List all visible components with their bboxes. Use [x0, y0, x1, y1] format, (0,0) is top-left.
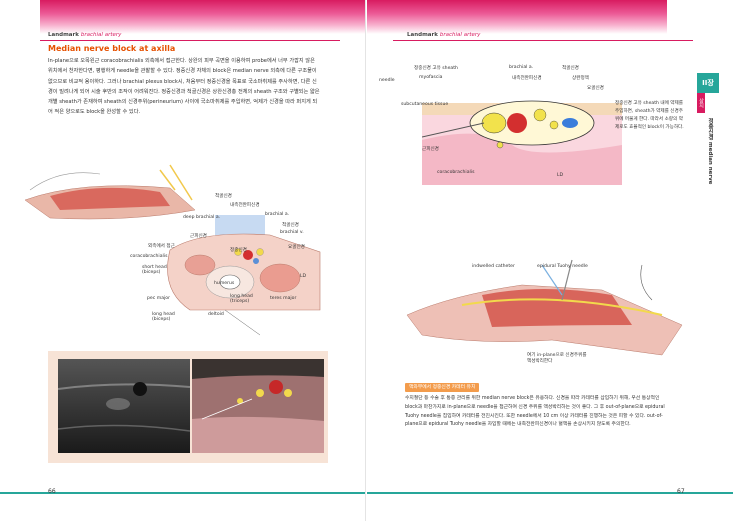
axilla-illustration — [24, 164, 321, 336]
label-short-head: short head (biceps) — [142, 265, 167, 275]
label-in-plane-note: 여기 in-plane으로 신경주위를 액성박리한다 — [527, 353, 587, 364]
label-ulnar-n: 척골신경 — [282, 223, 299, 228]
label-lateral-approach: 외측에서 접근 — [148, 244, 175, 249]
header-line — [393, 40, 693, 41]
page-number: 67 — [677, 488, 685, 495]
label-brachial-a: brachial a. — [509, 65, 534, 70]
label-humerus: humerus — [214, 281, 235, 286]
label-teres-major: teres major — [270, 296, 297, 301]
label-deep-brachial: deep brachial a. — [183, 215, 221, 220]
label-myofascia: myofascia — [419, 75, 443, 80]
label-median-sheath: 정중신경 고유 sheath — [414, 66, 458, 71]
label-pec-major: pec major — [147, 296, 170, 301]
label-ld: LD — [300, 274, 307, 279]
page-number: 66 — [48, 488, 56, 495]
section-title: Median nerve block at axilla — [48, 44, 176, 53]
header-band — [40, 0, 365, 34]
label-subcutaneous: subcutaneous tissue — [401, 102, 449, 107]
section-tab-text: 정중신경 median nerve — [707, 118, 713, 185]
chapter-tab: II장 — [697, 73, 719, 93]
label-medial-cutaneous: 내측전완피신경 — [512, 76, 542, 81]
ultrasound-image — [58, 359, 190, 453]
label-indwelled-catheter: indwelled catheter — [472, 264, 515, 269]
label-needle: needle — [379, 78, 395, 83]
footer-line — [367, 492, 733, 494]
label-long-head-triceps: long head (triceps) — [230, 294, 253, 304]
label-musculocutaneous: 근피신경 — [190, 234, 207, 239]
label-basilic-v: 상완정맥 — [572, 76, 589, 81]
sheath-note: 정중신경 고유 sheath 내에 약제를 주입하면, sheath가 약제를 … — [615, 101, 684, 130]
catheter-illustration — [406, 259, 683, 356]
header-line — [40, 40, 340, 41]
footer-line — [0, 492, 365, 494]
label-medial-cutaneous: 내측전완피신경 — [230, 203, 260, 208]
sheath-diagram — [422, 100, 622, 185]
label-musculocutaneous: 근피신경 — [422, 147, 439, 152]
label-deltoid: deltoid — [208, 312, 224, 317]
label-coracobrachialis: coracobrachialis — [437, 170, 475, 175]
label-radial-n: 요골신경 — [587, 86, 604, 91]
label-ulnar: 척골신경 — [215, 194, 232, 199]
label-epidural-needle: epidural Tuohy needle — [537, 264, 588, 269]
label-median-n: 정중신경 — [230, 248, 247, 253]
section-tab: 상지 — [697, 93, 705, 113]
label-brachial-v: brachial v. — [280, 230, 304, 235]
label-ld: LD — [557, 173, 564, 178]
label-brachial-a: brachial a. — [265, 212, 290, 217]
caption-badge: 액와부에서 정중신경 카테터 유치 — [405, 383, 480, 392]
caption-text: 수지절단 등 수술 후 통증 관리를 위한 median nerve block… — [405, 396, 665, 428]
body-text: In-plane으로 오목왼근 coracobrachialis 외측에서 접근… — [48, 58, 320, 116]
label-coracobrachialis: coracobrachialis — [130, 254, 168, 259]
header-band — [367, 0, 667, 34]
label-ulnar-n: 척골신경 — [562, 66, 579, 71]
annotated-ultrasound-image — [192, 359, 324, 453]
label-radial-n: 요골신경 — [288, 245, 305, 250]
label-long-head-biceps: long head (biceps) — [152, 312, 175, 322]
